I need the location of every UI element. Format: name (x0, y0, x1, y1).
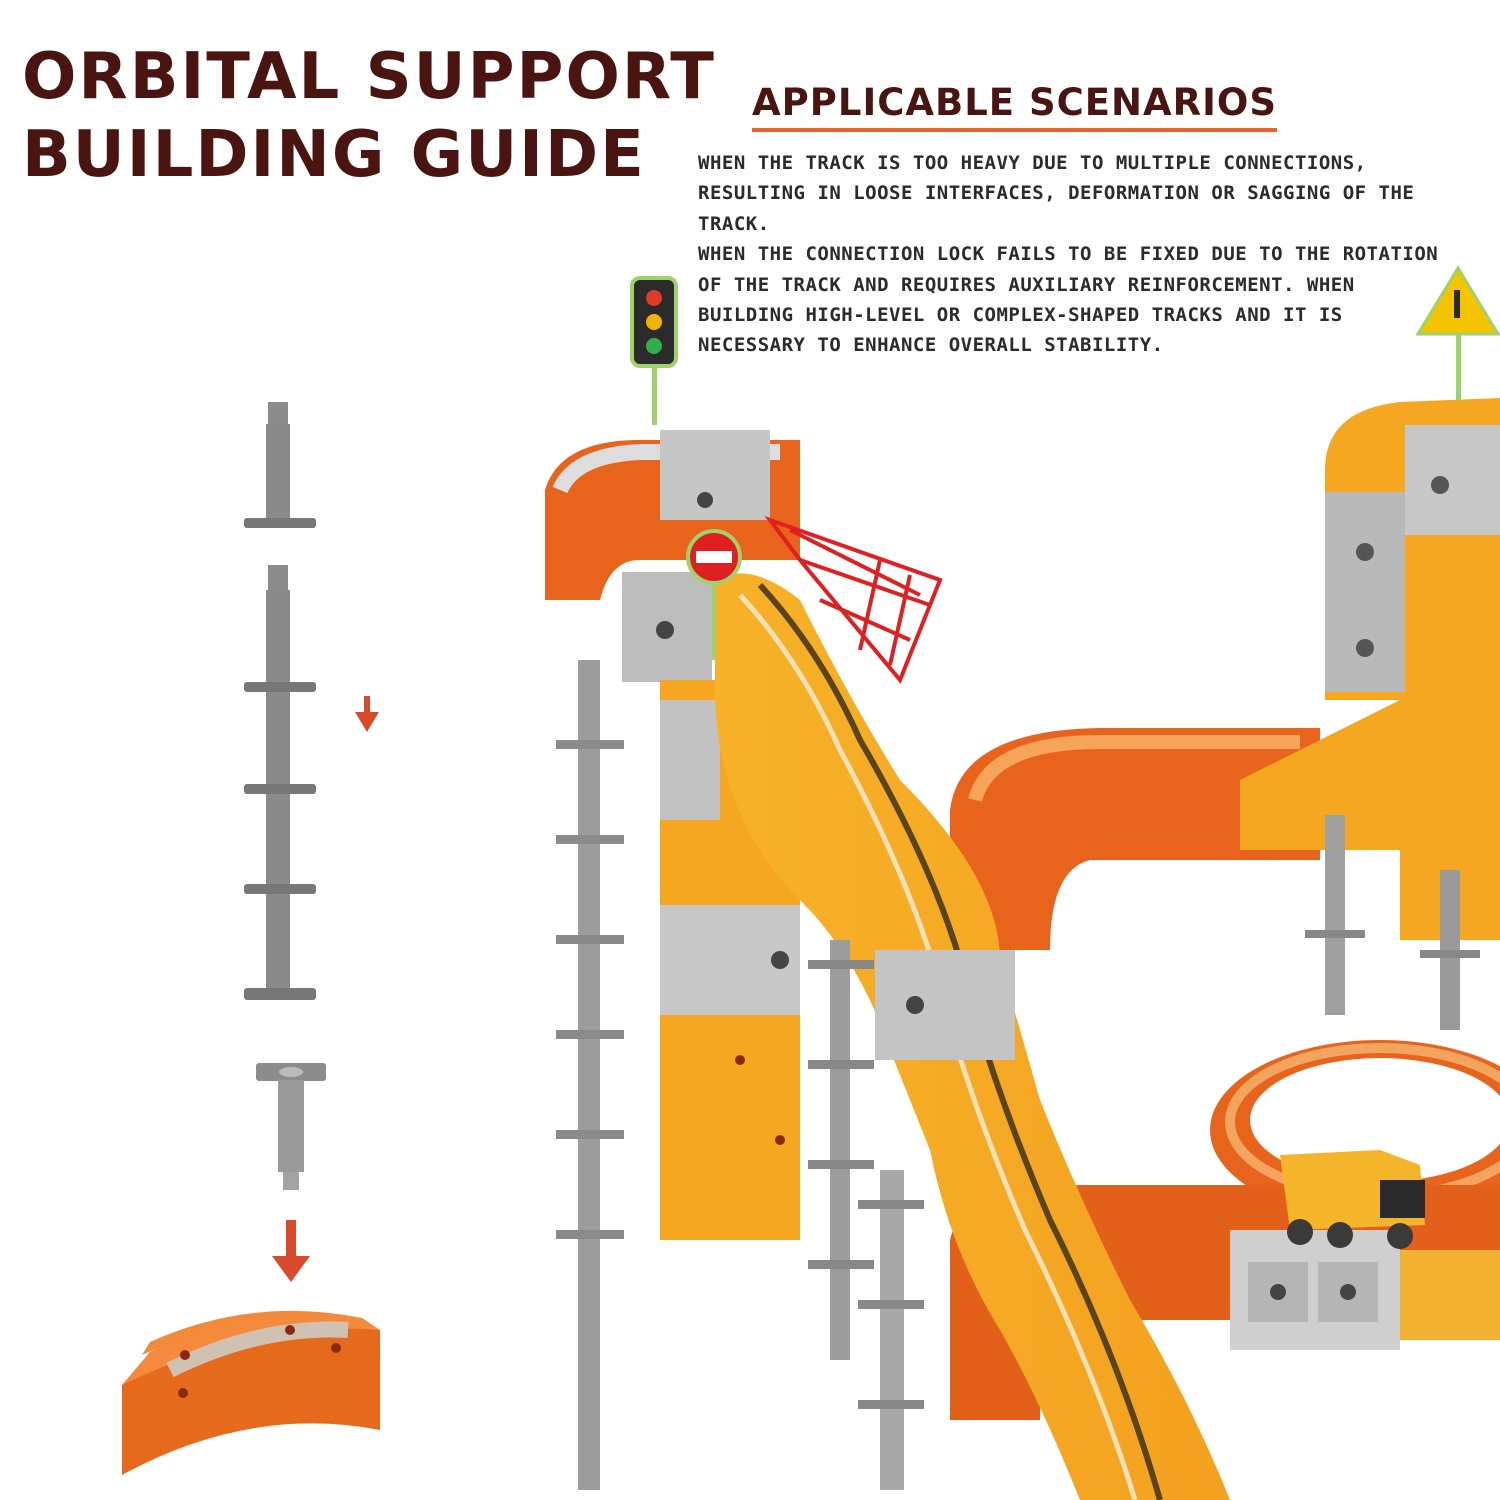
scenario-description: WHEN THE TRACK IS TOO HEAVY DUE TO MULTI… (698, 148, 1458, 361)
title-line-2: BUILDING GUIDE (22, 118, 646, 192)
no-entry-sign-icon (686, 529, 742, 660)
title-line-1: ORBITAL SUPPORT (22, 40, 716, 114)
pillar-connector (256, 1063, 326, 1190)
curved-track-piece (122, 1310, 380, 1475)
red-net (764, 515, 943, 684)
pillar-short (244, 402, 316, 528)
traffic-light-icon (630, 276, 678, 425)
middle-blocks (808, 815, 1365, 1490)
toy-truck (1280, 1150, 1425, 1249)
scenario-paragraph-2: WHEN THE CONNECTION LOCK FAILS TO BE FIX… (698, 243, 1439, 357)
page-title: ORBITAL SUPPORT BUILDING GUIDE (22, 38, 716, 194)
right-column (1240, 398, 1500, 1030)
support-pillar-left (556, 660, 624, 1490)
pillar-long (244, 565, 316, 1000)
arrow-down-icon (355, 696, 379, 732)
section-heading: APPLICABLE SCENARIOS (752, 80, 1277, 132)
warning-sign-icon (1415, 265, 1500, 400)
gray-track-section (1230, 1230, 1500, 1350)
arrow-down-icon (272, 1220, 310, 1282)
orange-track-loop-back (950, 728, 1320, 950)
scenario-paragraph-1: WHEN THE TRACK IS TOO HEAVY DUE TO MULTI… (698, 152, 1415, 235)
